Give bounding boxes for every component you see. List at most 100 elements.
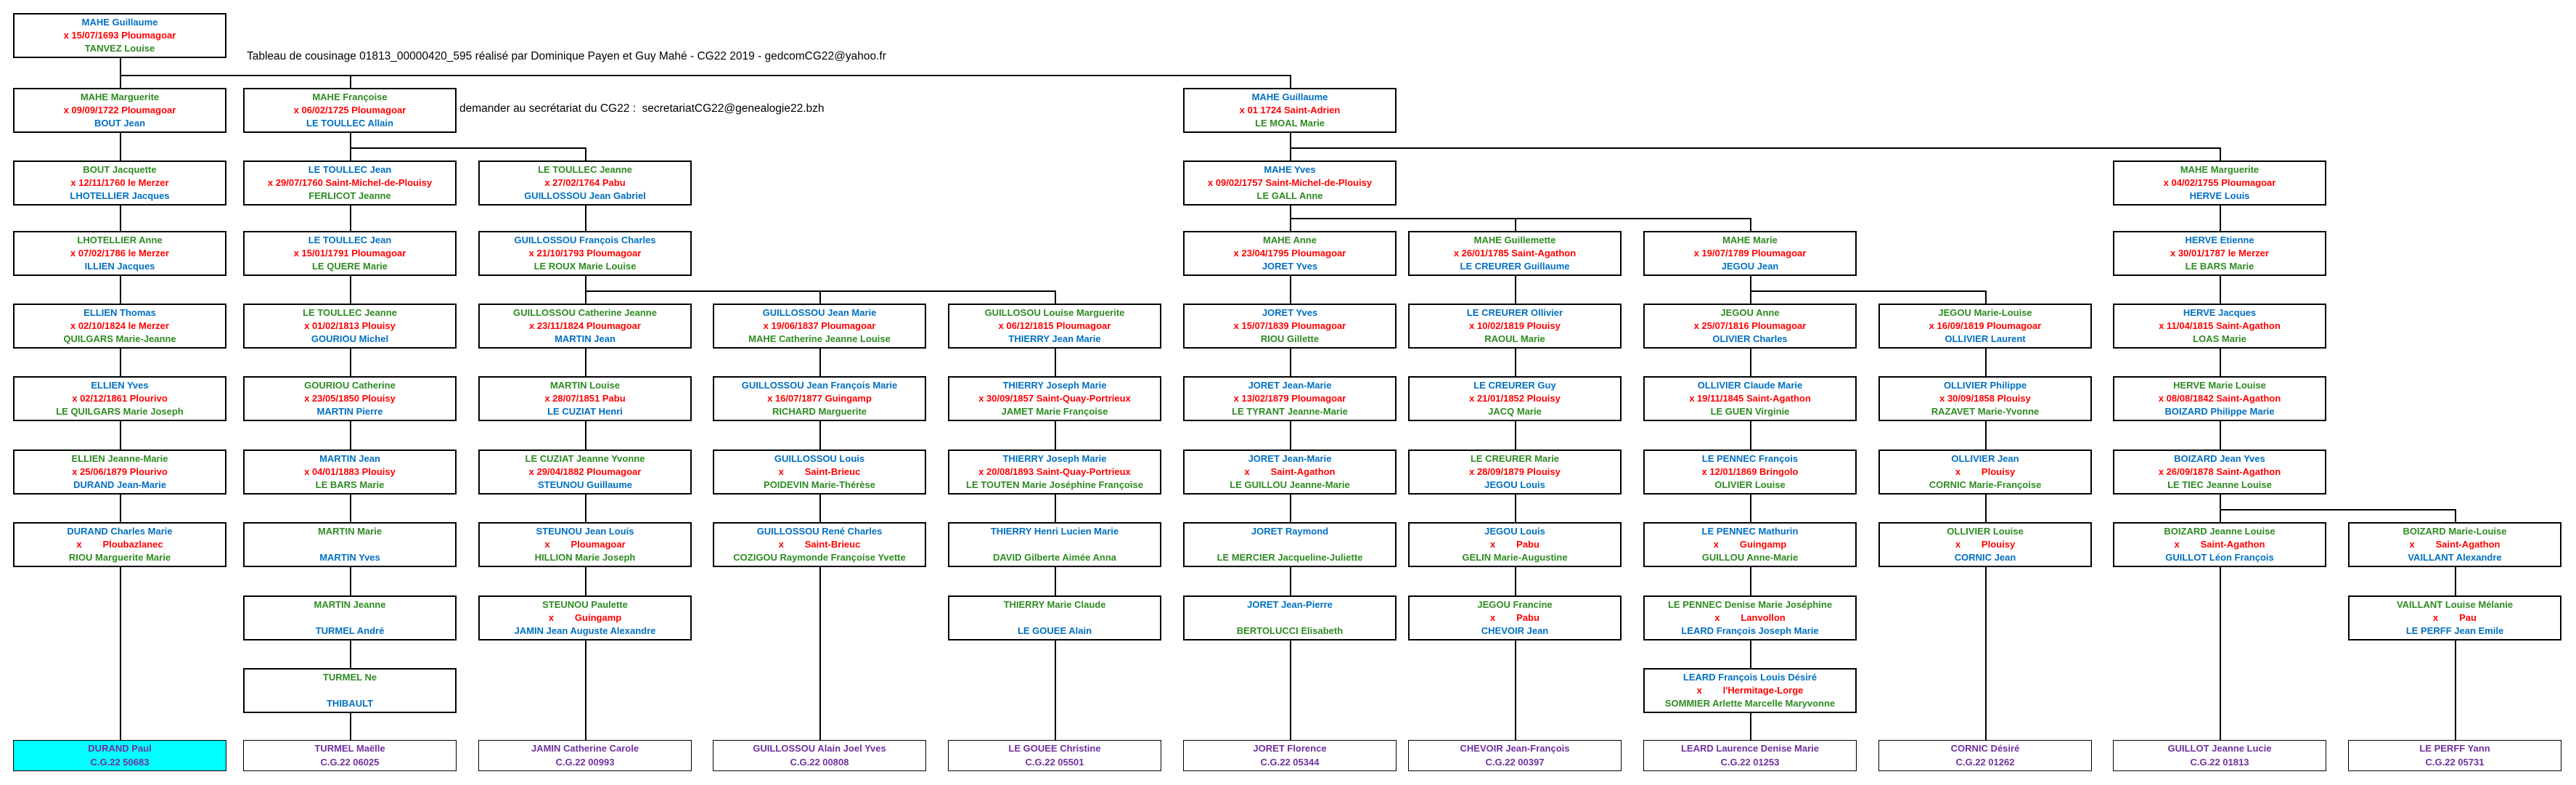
connector-line bbox=[1750, 290, 1987, 292]
spouse-name: COZIGOU Raymonde Françoise Yvette bbox=[733, 552, 906, 563]
connector-line bbox=[350, 133, 351, 149]
connector-line bbox=[1515, 582, 1516, 595]
connector-line bbox=[120, 495, 121, 511]
connector-line bbox=[120, 218, 121, 231]
connector-line bbox=[1985, 436, 1987, 450]
spouse-name: BOUT Jean bbox=[94, 118, 146, 129]
person-name: TURMEL Ne bbox=[322, 672, 377, 683]
connector-line bbox=[1290, 206, 1291, 219]
person-name: GUILLOSSOU Jean François Marie bbox=[741, 380, 898, 391]
person-name: HERVE Jacques bbox=[2183, 307, 2257, 318]
connector-line bbox=[1290, 495, 1291, 511]
marriage-info: x 06/12/1815 Ploumagoar bbox=[998, 320, 1111, 331]
person-name: OLLIVIER Jean bbox=[1951, 453, 2019, 464]
marriage-info: x 29/07/1760 Saint-Michel-de-Plouisy bbox=[267, 177, 433, 188]
connector-line bbox=[2220, 727, 2221, 740]
person-name: BOIZARD Jeanne Louise bbox=[2164, 526, 2276, 537]
spouse-name: LE QUERE Marie bbox=[311, 261, 388, 272]
marriage-info bbox=[245, 539, 454, 550]
person-name: LE PENNEC Mathurin bbox=[1701, 526, 1799, 537]
contributor-name: GUILLOSSOU Alain Joel Yves bbox=[753, 743, 886, 755]
marriage-info: x 04/02/1755 Ploumagoar bbox=[2163, 177, 2276, 188]
